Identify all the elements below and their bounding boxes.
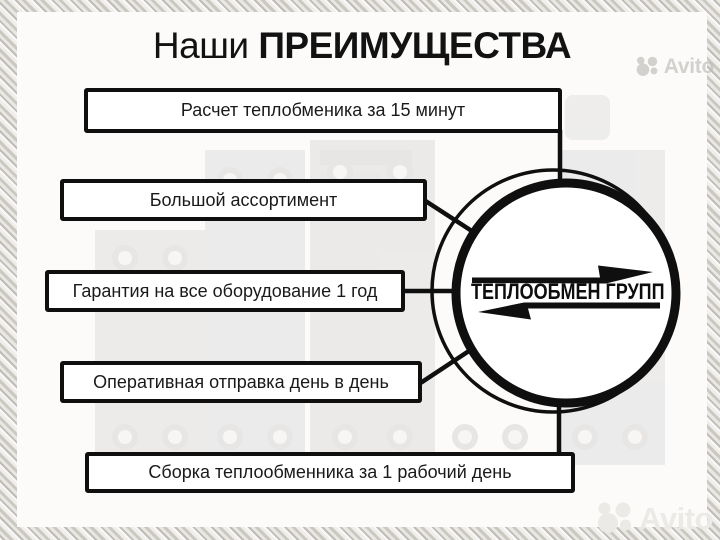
avito-watermark-text: Avito [639, 501, 713, 536]
title-emphasis: ПРЕИМУЩЕСТВА [258, 25, 572, 66]
advantage-label: Сборка теплообменника за 1 рабочий день [148, 462, 512, 482]
advantage-label: Расчет теплобменика за 15 минут [180, 100, 466, 120]
advantage-box-calculation: Расчет теплобменика за 15 минут [84, 88, 562, 133]
logo-circle [451, 178, 681, 408]
advantage-box-assembly: Сборка теплообменника за 1 рабочий день [85, 452, 575, 493]
advantage-box-assortment: Большой ассортимент [60, 179, 427, 221]
avito-watermark-top: Avito [636, 56, 714, 77]
logo-arrow-left-icon [478, 302, 660, 320]
avito-watermark-text: Avito [663, 55, 715, 78]
title-prefix: Наши [152, 25, 249, 66]
advantage-box-shipping: Оперативная отправка день в день [60, 361, 422, 403]
advantage-label: Гарантия на все оборудование 1 год [72, 280, 378, 301]
connector-box2 [422, 198, 480, 237]
advantage-label: Оперативная отправка день в день [93, 371, 389, 392]
page-title: Наши ПРЕИМУЩЕСТВА [17, 26, 707, 66]
logo-arrow-right-icon [472, 265, 653, 284]
avito-logo-icon [636, 56, 658, 76]
advantage-label: Большой ассортимент [149, 189, 338, 210]
advantage-box-warranty: Гарантия на все оборудование 1 год [45, 270, 405, 312]
avito-watermark-bottom: Avito [597, 502, 713, 534]
logo-company-name: ТЕПЛООБМЕН ГРУПП [471, 279, 665, 304]
avito-logo-icon [598, 502, 632, 533]
